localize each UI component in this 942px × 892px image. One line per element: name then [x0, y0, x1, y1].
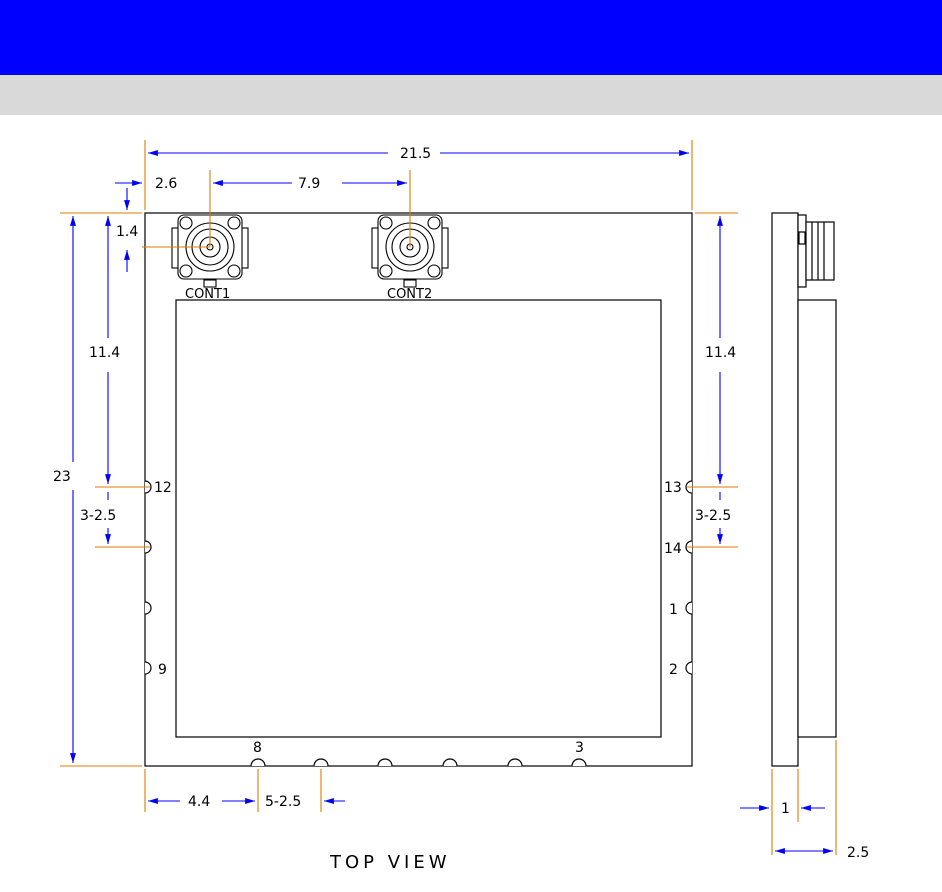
dim-bottom-offset: 4.4 [188, 794, 210, 810]
dim-overall-width: 21.5 [400, 146, 431, 162]
pin-label-13: 13 [664, 480, 682, 496]
dim-connector-offset-y: 1.4 [116, 224, 138, 240]
dim-bottom-pitch: 5-2.5 [265, 794, 301, 810]
pin-label-12: 12 [154, 480, 172, 496]
pin-label-3: 3 [575, 740, 584, 756]
dim-pin-pitch-left: 3-2.5 [80, 508, 116, 524]
pin-label-8: 8 [253, 740, 262, 756]
inner-cavity [176, 300, 661, 737]
dim-pin-offset-left: 11.4 [89, 345, 120, 361]
pin-label-2: 2 [669, 662, 678, 678]
dim-side-thickness: 1 [781, 801, 790, 817]
bottom-pin-notches [251, 759, 586, 766]
connector-1-label: CONT1 [185, 287, 230, 302]
dim-connector-spacing: 7.9 [298, 176, 320, 192]
side-view [772, 213, 836, 766]
dim-side-depth: 2.5 [847, 845, 869, 861]
dim-pin-offset-right: 11.4 [705, 345, 736, 361]
pin-label-1: 1 [669, 602, 678, 618]
pin-label-9: 9 [158, 662, 167, 678]
pin-label-14: 14 [664, 541, 682, 557]
right-pin-notches [686, 481, 692, 674]
dim-pin-pitch-right: 3-2.5 [695, 508, 731, 524]
view-label: TOP VIEW [329, 852, 451, 873]
dim-connector-offset-x: 2.6 [155, 176, 177, 192]
dim-overall-height: 23 [53, 469, 71, 485]
connector-2-label: CONT2 [387, 287, 432, 302]
left-pin-notches [145, 481, 151, 674]
